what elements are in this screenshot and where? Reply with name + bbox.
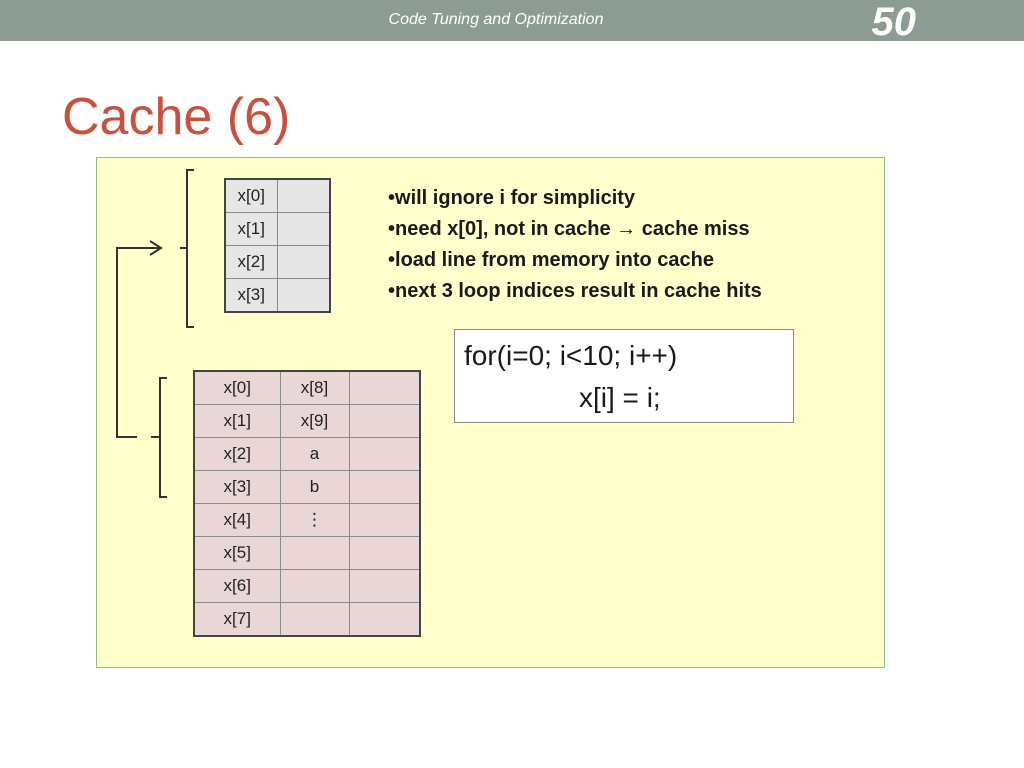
cache-bracket: [180, 169, 194, 328]
bullet-list: will ignore i for simplicity need x[0], …: [388, 183, 762, 307]
memory-cell: a: [279, 437, 350, 471]
bullet-item: next 3 loop indices result in cache hits: [388, 276, 762, 307]
memory-cell: b: [279, 470, 350, 504]
cache-cell-empty: [276, 278, 331, 313]
memory-cell: x[7]: [193, 602, 281, 637]
memory-cell: [279, 536, 350, 570]
table-row: x[0] x[8]: [193, 370, 421, 405]
header-bar: [0, 0, 1024, 41]
memory-cell: [348, 470, 421, 504]
memory-cell: [348, 503, 421, 537]
cache-cell: x[0]: [224, 178, 278, 213]
table-row: x[1]: [224, 212, 331, 246]
table-row: x[7]: [193, 602, 421, 637]
memory-cell: x[1]: [193, 404, 281, 438]
memory-cell: x[5]: [193, 536, 281, 570]
cache-table: x[0] x[1] x[2] x[3]: [224, 178, 331, 313]
memory-table: x[0] x[8] x[1] x[9] x[2] a x[3] b x[4] ⋮…: [193, 370, 421, 637]
memory-cell: x[0]: [193, 370, 281, 405]
memory-cell: x[4]: [193, 503, 281, 537]
memory-cell: [348, 602, 421, 637]
bullet-item: need x[0], not in cache → cache miss: [388, 214, 762, 245]
memory-cell: x[2]: [193, 437, 281, 471]
cache-cell: x[3]: [224, 278, 278, 313]
slide-number: 50: [871, 0, 917, 44]
memory-cell: [279, 602, 350, 637]
load-arrow-line: [116, 247, 160, 438]
table-row: x[5]: [193, 536, 421, 570]
cache-cell: x[2]: [224, 245, 278, 279]
table-row: x[0]: [224, 178, 331, 213]
memory-cell: [279, 569, 350, 603]
slide-title: Cache (6): [62, 88, 291, 146]
code-box: for(i=0; i<10; i++) x[i] = i;: [454, 329, 794, 423]
bullet-item: will ignore i for simplicity: [388, 183, 762, 214]
table-row: x[2] a: [193, 437, 421, 471]
code-line: for(i=0; i<10; i++): [464, 340, 678, 371]
cache-cell-empty: [276, 178, 331, 213]
memory-cell: [348, 370, 421, 405]
table-row: x[4] ⋮: [193, 503, 421, 537]
memory-cell: ⋮: [279, 503, 350, 537]
memory-cell: [348, 437, 421, 471]
table-row: x[3]: [224, 278, 331, 313]
cache-cell: x[1]: [224, 212, 278, 246]
bullet-item: load line from memory into cache: [388, 245, 762, 276]
memory-line-bracket: [151, 377, 167, 498]
arrowhead-icon: [149, 240, 163, 256]
code-line: x[i] = i;: [579, 382, 661, 413]
memory-cell: x[9]: [279, 404, 350, 438]
memory-cell: [348, 569, 421, 603]
cache-cell-empty: [276, 245, 331, 279]
table-row: x[1] x[9]: [193, 404, 421, 438]
memory-cell: [348, 404, 421, 438]
table-row: x[2]: [224, 245, 331, 279]
cache-cell-empty: [276, 212, 331, 246]
table-row: x[6]: [193, 569, 421, 603]
header-title: Code Tuning and Optimization: [388, 11, 604, 28]
memory-cell: x[8]: [279, 370, 350, 405]
